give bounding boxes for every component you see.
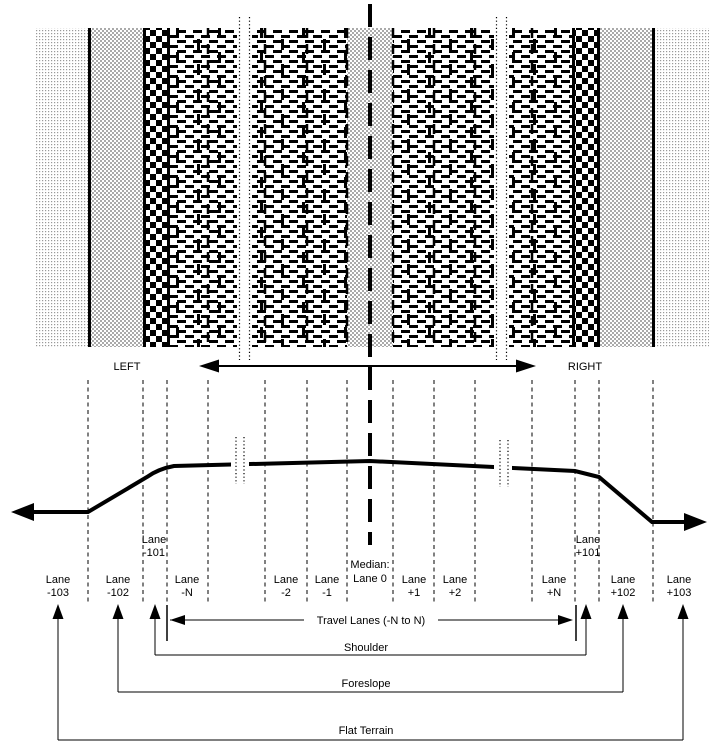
lane-label-id: -2: [281, 587, 291, 599]
shoulder-label: Shoulder: [344, 642, 388, 654]
median-label-word: Median:: [350, 559, 389, 571]
lane-label-word: Lane: [106, 574, 130, 586]
pavement-edge-line-left: [167, 28, 170, 347]
travel-lanes-label-bg: [304, 611, 438, 628]
arrow-left-icon: [199, 359, 219, 373]
flat-terrain-label: Flat Terrain: [339, 725, 394, 737]
lane-label-word: Lane: [175, 574, 199, 586]
up-arrow-icon: [112, 604, 124, 619]
flat-terrain-right-texture: [655, 28, 709, 347]
lane-label-id: +101: [576, 547, 601, 559]
profile-arrow-left-icon: [11, 503, 34, 521]
callout-brackets: Travel Lanes (-N to N) Shoulder Foreslop…: [52, 604, 689, 741]
lane-label-word: Lane: [402, 574, 426, 586]
terrain-edge-line-left: [88, 28, 91, 347]
road-profile-line: [30, 458, 694, 524]
lane-label-word: Lane: [576, 534, 600, 546]
lane-label-id: -103: [47, 587, 69, 599]
arrow-right-icon: [516, 359, 536, 373]
travel-lanes-left-texture-ticks: [170, 28, 347, 347]
lane-label-word: Lane: [274, 574, 298, 586]
foreslope-edge-line-left: [143, 28, 146, 347]
foreslope-edge-line-right: [597, 28, 600, 347]
lane-break-gap-left: [237, 27, 252, 348]
lane-labels: Lane -103 Lane -102 Lane -101 Lane -N La…: [46, 534, 692, 599]
lane-label-word: Lane: [611, 574, 635, 586]
lane-label-id: +2: [449, 587, 462, 599]
up-arrow-icon: [52, 604, 64, 619]
shoulder-left-texture: [146, 28, 167, 347]
foreslope-right-texture: [600, 28, 652, 347]
median-label-id: Lane 0: [353, 573, 387, 585]
terrain-edge-line-right: [652, 28, 655, 347]
profile-break-gap-right: [494, 459, 512, 473]
lane-label-id: -N: [181, 587, 193, 599]
up-arrow-icon: [617, 604, 629, 619]
pavement-edge-line-right: [572, 28, 575, 347]
lane-label-word: Lane: [542, 574, 566, 586]
up-arrow-icon: [580, 604, 592, 619]
right-side-label: RIGHT: [568, 361, 603, 373]
travel-lanes-right-texture-ticks: [393, 28, 572, 347]
foreslope-left-texture: [91, 28, 143, 347]
lane-label-id: +102: [611, 587, 636, 599]
arrow-left-icon: [170, 615, 185, 625]
plan-view: [36, 17, 709, 360]
lane-label-id: -102: [107, 587, 129, 599]
lane-label-word: Lane: [667, 574, 691, 586]
lane-label-id: -1: [322, 587, 332, 599]
profile-arrow-right-icon: [684, 513, 707, 531]
lane-label-word: Lane: [443, 574, 467, 586]
up-arrow-icon: [677, 604, 689, 619]
lane-label-id: +1: [408, 587, 421, 599]
lane-label-id: +103: [667, 587, 692, 599]
lane-label-word: Lane: [142, 534, 166, 546]
flat-terrain-left-texture: [36, 28, 88, 347]
foreslope-label: Foreslope: [342, 678, 391, 690]
arrow-right-icon: [558, 615, 573, 625]
lane-break-gap-right: [494, 27, 509, 348]
up-arrow-icon: [149, 604, 161, 619]
section-view: LEFT RIGHT: [11, 359, 707, 604]
shoulder-right-texture: [575, 28, 597, 347]
lane-label-id: +N: [547, 587, 561, 599]
left-side-label: LEFT: [114, 361, 141, 373]
travel-lanes-label: Travel Lanes (-N to N): [317, 615, 425, 627]
lane-label-word: Lane: [46, 574, 70, 586]
lane-label-word: Lane: [315, 574, 339, 586]
lane-label-id: -101: [143, 547, 165, 559]
profile-break-gap-left: [231, 455, 249, 469]
